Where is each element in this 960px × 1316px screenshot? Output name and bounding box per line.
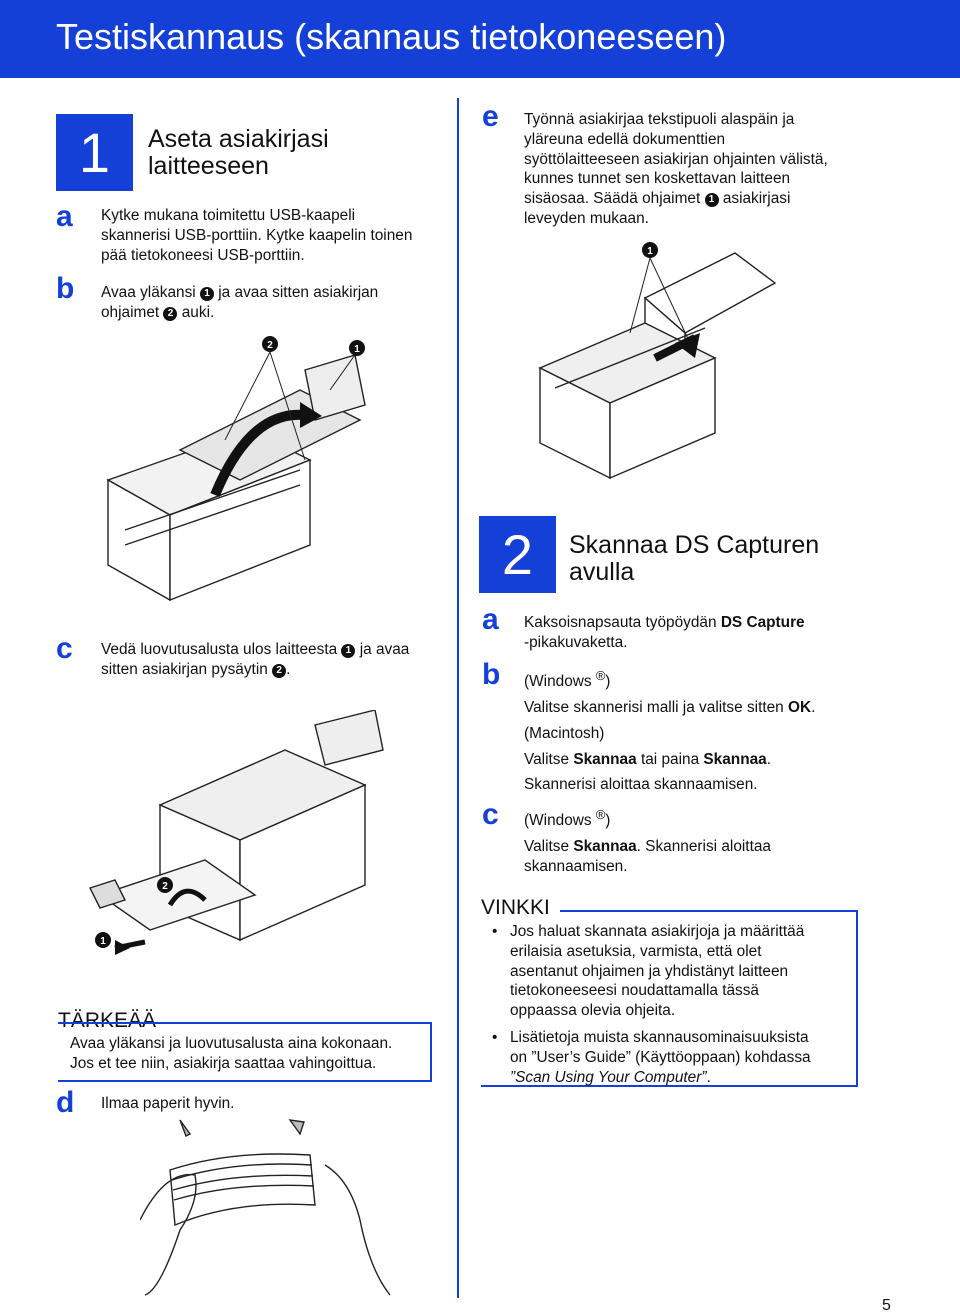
page-title: Testiskannaus (skannaus tietokoneeseen) <box>56 16 727 57</box>
step-1-title-line2: laitteeseen <box>148 152 269 180</box>
step-e-letter: e <box>482 100 499 133</box>
step2-c-letter: c <box>482 798 499 831</box>
note-bullet-1: • Jos haluat skannata asiakirjoja ja mää… <box>492 923 805 1020</box>
callout-1-icon: 1 <box>199 287 214 301</box>
load-document-illustration: 1 <box>538 242 777 480</box>
step2-b-letter: b <box>482 658 501 691</box>
step-b-letter: b <box>56 272 75 305</box>
callout-1-label: 1 <box>647 246 653 257</box>
note-top-rule <box>560 910 858 912</box>
step-a-letter: a <box>56 200 73 233</box>
important-top-rule <box>160 1022 430 1024</box>
note-title: VINKKI <box>481 896 550 919</box>
important-title: TÄRKEÄÄ <box>58 1009 157 1032</box>
callout-2-icon: 2 <box>272 663 287 678</box>
step-2-title-line1: Skannaa DS Capturen <box>569 531 820 559</box>
callout-1-label: 1 <box>354 344 360 355</box>
step2-a-letter: a <box>482 603 499 636</box>
step-d-letter: d <box>56 1086 75 1119</box>
step-a-line: pää tietokoneesi USB-porttiin. <box>101 246 305 264</box>
step2-b-text: (Windows ®) Valitse skannerisi malli ja … <box>524 668 816 794</box>
callout-2-label: 2 <box>162 881 168 892</box>
scanner-open-cover-illustration: 2 1 <box>106 336 366 602</box>
step-c-letter: c <box>56 632 73 665</box>
callout-1-icon: 1 <box>341 644 356 658</box>
callout-2-icon: 2 <box>163 306 178 321</box>
step-d-text: Ilmaa paperit hyvin. <box>101 1095 235 1112</box>
callout-2-label: 2 <box>267 340 273 351</box>
note-bullet-2: • Lisätietoja muista skannausominaisuuks… <box>492 1028 811 1086</box>
callout-1-label: 1 <box>100 936 106 947</box>
step-a-line: skannerisi USB-porttiin. Kytke kaapelin … <box>101 226 413 244</box>
page-header: Testiskannaus (skannaus tietokoneeseen) <box>0 0 960 78</box>
step-1-title: Aseta asiakirjasi laitteeseen <box>148 126 329 180</box>
step2-a-text: Kaksoisnapsauta työpöydän DS Capture -pi… <box>524 614 805 651</box>
step-e-text: Työnnä asiakirjaa tekstipuoli alaspäin j… <box>524 111 828 227</box>
note-text: • Jos haluat skannata asiakirjoja ja mää… <box>492 922 842 1087</box>
note-box <box>481 910 858 1087</box>
important-text: Avaa yläkansi ja luovutusalusta aina kok… <box>70 1035 393 1072</box>
step-2-title: Skannaa DS Capturen avulla <box>569 532 819 586</box>
step-a-text: Kytke mukana toimitettu USB-kaapeli skan… <box>101 206 451 265</box>
step2-c-text: (Windows ®) Valitse Skannaa. Skannerisi … <box>524 807 771 875</box>
column-divider <box>457 98 459 1298</box>
step-c-text: Vedä luovutusalusta ulos laitteesta 1 ja… <box>101 641 410 678</box>
page-number: 5 <box>882 1297 891 1314</box>
callout-1-icon: 1 <box>704 193 719 208</box>
step-1-title-line1: Aseta asiakirjasi <box>148 125 329 153</box>
fan-paper-illustration <box>140 1119 391 1296</box>
step-a-line: Kytke mukana toimitettu USB-kaapeli <box>101 207 356 224</box>
output-tray-illustration: 2 1 <box>89 710 384 955</box>
step-b-text: Avaa yläkansi 1 ja avaa sitten asiakirja… <box>101 284 379 321</box>
step-2-title-line2: avulla <box>569 558 635 586</box>
step-2-badge: 2 <box>479 516 556 593</box>
step-1-badge: 1 <box>56 114 133 191</box>
